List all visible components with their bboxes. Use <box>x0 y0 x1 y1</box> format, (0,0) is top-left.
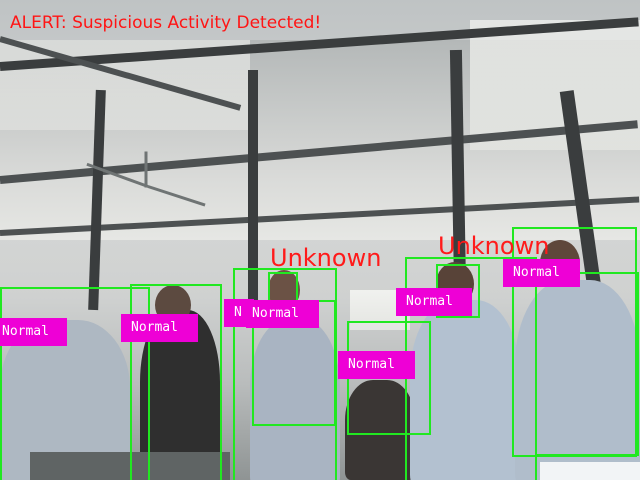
person-5 <box>410 300 520 480</box>
detection-box <box>268 272 298 302</box>
detection-label: Normal <box>396 288 472 316</box>
detection-box <box>535 272 639 456</box>
person-4 <box>345 380 415 480</box>
detection-label: Normal <box>0 318 67 346</box>
detection-box <box>0 287 150 480</box>
detection-label: Normal <box>246 300 319 328</box>
beam-vertical-2 <box>248 70 258 310</box>
person-3 <box>250 320 340 480</box>
detection-label: Normal <box>503 259 580 287</box>
detection-box <box>233 268 337 480</box>
alert-message: ALERT: Suspicious Activity Detected! <box>10 13 322 33</box>
unknown-label: Unknown <box>438 232 550 260</box>
detection-label: Normal <box>121 314 198 342</box>
detection-box <box>512 227 637 457</box>
fan-rod <box>144 151 148 188</box>
unknown-label: Unknown <box>270 244 382 272</box>
monitor-screen <box>540 462 640 480</box>
detection-box <box>130 284 222 480</box>
detection-label: Normal <box>338 351 415 379</box>
